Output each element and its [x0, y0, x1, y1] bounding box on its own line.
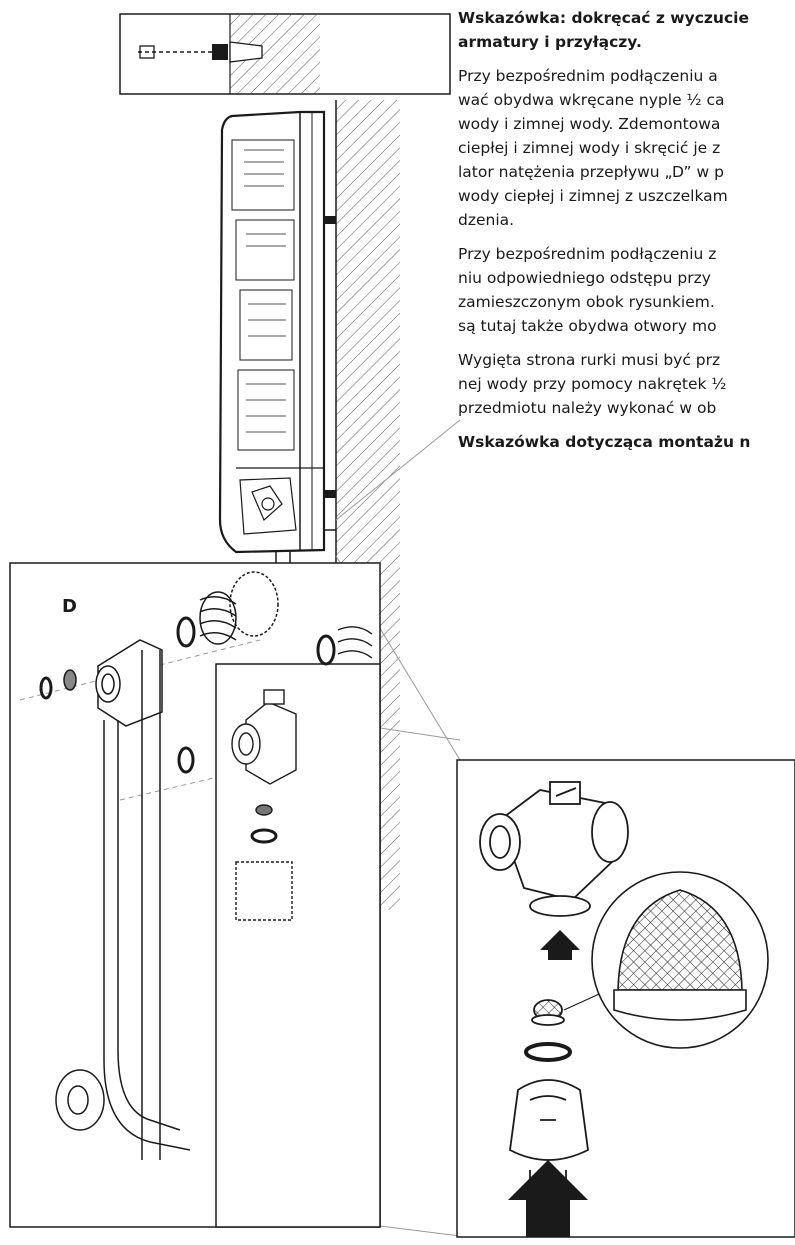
- paragraph-2-line-4: są tutaj także obydwa otwory mo: [458, 317, 717, 335]
- instruction-text-column: Wskazówka: dokręcać z wyczucie armatury …: [458, 0, 795, 560]
- paragraph-1-line-5: lator natężenia przepływu „D” w p: [458, 163, 724, 181]
- paragraph-1-line-2: wać obydwa wkręcane nyple ½ ca: [458, 91, 725, 109]
- wall-anchor-detail: [119, 13, 451, 95]
- mounting-note-heading: Wskazówka dotycząca montażu n: [458, 433, 751, 451]
- strainer-detail-inset: [456, 759, 795, 1238]
- water-heater-side-view: [218, 110, 336, 554]
- paragraph-1-line-3: wody i zimnej wody. Zdemontowa: [458, 115, 721, 133]
- paragraph-3-line-2: nej wody przy pomocy nakrętek ½: [458, 375, 727, 393]
- paragraph-1-line-4: ciepłej i zimnej wody i skręcić je z: [458, 139, 721, 157]
- note-heading-line-1: Wskazówka: dokręcać z wyczucie: [458, 9, 749, 27]
- flow-regulator-callout-label: D: [62, 596, 77, 617]
- paragraph-1-line-7: dzenia.: [458, 211, 515, 229]
- exploded-view-inset: [9, 562, 381, 1228]
- paragraph-2-line-1: Przy bezpośrednim podłączeniu z: [458, 245, 717, 263]
- note-heading-line-2: armatury i przyłączy.: [458, 33, 642, 51]
- paragraph-3-line-3: przedmiotu należy wykonać w ob: [458, 399, 717, 417]
- paragraph-3-line-1: Wygięta strona rurki musi być prz: [458, 351, 721, 369]
- paragraph-1-line-1: Przy bezpośrednim podłączeniu a: [458, 67, 718, 85]
- paragraph-1-line-6: wody ciepłej i zimnej z uszczelkam: [458, 187, 728, 205]
- paragraph-2-line-2: niu odpowiedniego odstępu przy: [458, 269, 711, 287]
- paragraph-2-line-3: zamieszczonym obok rysunkiem.: [458, 293, 715, 311]
